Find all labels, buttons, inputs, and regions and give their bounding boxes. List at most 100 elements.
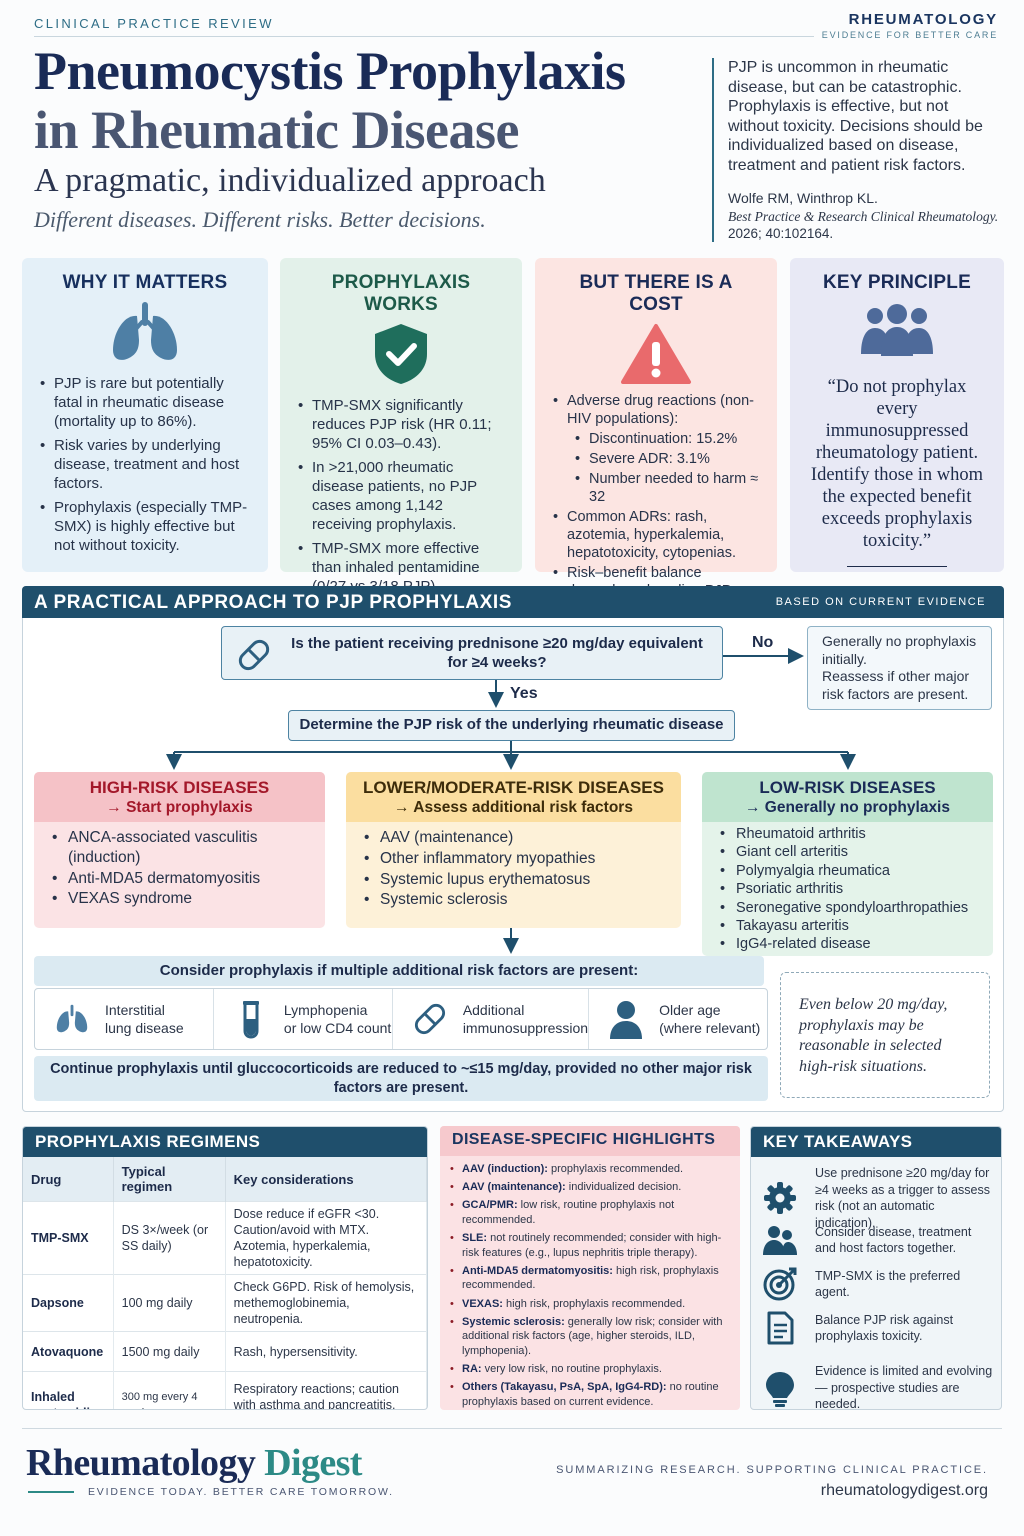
low-risk-action: → Generally no prophylaxis	[744, 799, 950, 816]
list-item: VEXAS syndrome	[50, 889, 309, 909]
list-item: PJP is rare but potentially fatal in rhe…	[40, 374, 250, 431]
list-item: Giant cell arteritis	[718, 844, 977, 862]
pill-icon	[234, 635, 274, 680]
list-item: Number needed to harm ≈ 32	[553, 470, 759, 506]
card-title: KEY PRINCIPLE	[823, 272, 971, 293]
person-icon	[607, 999, 645, 1039]
factor-line1: Older age	[659, 1002, 721, 1018]
table-row: Dapsone 100 mg daily Check G6PD. Risk of…	[23, 1274, 427, 1332]
highlight-value: high risk, prophylaxis recommended.	[462, 1264, 719, 1292]
takeaways-section: KEY TAKEAWAYS Use prednisone ≥20 mg/day …	[750, 1126, 1002, 1410]
steroid-question-box: Is the patient receiving prednisone ≥20 …	[221, 626, 723, 680]
highlight-value: no routine prophylaxis based on current …	[462, 1381, 719, 1408]
highlight-value: low risk, routine prophylaxis not recomm…	[462, 1199, 675, 1226]
people-icon	[763, 1223, 797, 1257]
shield-check-icon	[298, 322, 504, 388]
regimens-table: Drug Typical regimen Key considerations …	[23, 1157, 427, 1409]
card-key-principle: KEY PRINCIPLE “Do not prophylax every im…	[790, 258, 1004, 572]
logo-rule	[28, 1491, 74, 1493]
logo-part-1: Rheumatology	[26, 1442, 256, 1484]
footer-tagline: SUMMARIZING RESEARCH. SUPPORTING CLINICA…	[556, 1464, 988, 1476]
highlight-value: high risk, prophylaxis recommended.	[502, 1297, 686, 1310]
regimen-cell: 100 mg daily	[113, 1274, 226, 1332]
list-item: IgG4-related disease	[718, 936, 977, 954]
target-icon	[763, 1267, 797, 1301]
no-label: No	[752, 634, 774, 651]
highlight-item: Anti-MDA5 dermatomyositis: high risk, pr…	[450, 1264, 728, 1293]
factor-line1: Interstitial	[105, 1002, 165, 1018]
highlight-item: AAV (induction): prophylaxis recommended…	[450, 1162, 728, 1177]
drug-cell: Atovaquone	[23, 1331, 114, 1372]
list-item: Systemic sclerosis	[362, 890, 665, 910]
takeaway-item: Evidence is limited and evolving — prosp…	[763, 1363, 995, 1409]
document-icon	[763, 1311, 797, 1345]
quote-rule	[847, 566, 947, 567]
factor-line2: lung disease	[105, 1020, 184, 1036]
list-item: Psoriatic arthritis	[718, 881, 977, 899]
high-risk-action: → Start prophylaxis	[106, 799, 253, 816]
logo-tagline: EVIDENCE TODAY. BETTER CARE TOMORROW.	[88, 1486, 394, 1498]
moderate-risk-action: → Assess additional risk factors	[394, 799, 633, 816]
yes-label: Yes	[510, 685, 538, 702]
moderate-risk-box: LOWER/MODERATE-RISK DISEASES → Assess ad…	[346, 772, 681, 928]
notes-cell: Rash, hypersensitivity.	[225, 1331, 427, 1372]
low-risk-header: LOW-RISK DISEASES → Generally no prophyl…	[702, 772, 993, 822]
list-item: Anti-MDA5 dermatomyositis	[50, 869, 309, 889]
card-title: PROPHYLAXIS WORKS	[331, 272, 471, 315]
factor-line2: (where relevant)	[659, 1020, 761, 1036]
principle-quote: “Do not prophylax every immunosuppressed…	[810, 377, 984, 551]
factor-line1: Lymphopenia	[283, 1002, 368, 1018]
table-row: Atovaquone 1500 mg daily Rash, hypersens…	[23, 1331, 427, 1372]
lightbulb-icon	[763, 1371, 797, 1407]
list-item: AAV (maintenance)	[362, 828, 665, 848]
no-prophylaxis-box: Generally no prophylaxis initially. Reas…	[807, 626, 992, 710]
highlight-value: prophylaxis recommended.	[547, 1163, 684, 1175]
list-item: TMP-SMX significantly reduces PJP risk (…	[298, 396, 504, 453]
list-item: Systemic lupus erythematosus	[362, 870, 665, 890]
logo-part-2: Digest	[264, 1442, 362, 1484]
highlight-value: not routinely recommended; consider with…	[462, 1231, 722, 1259]
factor-line1: Additional	[462, 1002, 525, 1018]
takeaway-item: Balance PJP risk against prophylaxis tox…	[763, 1311, 995, 1345]
moderate-risk-header: LOWER/MODERATE-RISK DISEASES → Assess ad…	[346, 772, 681, 822]
drug-cell: Inhaled pentamidine	[23, 1371, 114, 1409]
highlight-key: VEXAS:	[462, 1297, 503, 1310]
highlight-item: GCA/PMR: low risk, routine prophylaxis n…	[450, 1198, 728, 1227]
table-row: Inhaled pentamidine 300 mg every 4 weeks…	[23, 1371, 427, 1409]
regimen-cell: 300 mg every 4 weeks	[113, 1371, 226, 1409]
lungs-icon	[40, 300, 250, 366]
low-risk-title: LOW-RISK DISEASES	[759, 778, 936, 797]
highlights-title: DISEASE-SPECIFIC HIGHLIGHTS	[440, 1126, 740, 1156]
highlight-value: very low risk, no routine prophylaxis.	[481, 1363, 662, 1376]
journal-name: Best Practice & Research Clinical Rheuma…	[728, 209, 999, 224]
factor-line2: immunosuppression	[462, 1020, 589, 1036]
list-item: Adverse drug reactions (non-HIV populati…	[553, 392, 759, 428]
drug-cell: Dapsone	[23, 1274, 114, 1332]
takeaway-text: Consider disease, treatment and host fac…	[815, 1224, 972, 1256]
highlight-item: SLE: not routinely recommended; consider…	[450, 1231, 728, 1260]
footer-url[interactable]: rheumatologydigest.org	[820, 1482, 988, 1499]
factor-immunosuppression: Additional immunosuppression	[393, 989, 590, 1049]
people-icon	[808, 302, 986, 364]
takeaway-item: TMP-SMX is the preferred agent.	[763, 1267, 995, 1301]
consider-heading: Consider prophylaxis if multiple additio…	[34, 956, 764, 986]
takeaway-item: Use prednisone ≥20 mg/day for ≥4 weeks a…	[763, 1165, 995, 1231]
high-risk-box: HIGH-RISK DISEASES → Start prophylaxis A…	[34, 772, 325, 928]
low-risk-box: LOW-RISK DISEASES → Generally no prophyl…	[702, 772, 993, 956]
card-title: BUT THERE IS A COST	[579, 272, 733, 315]
regimens-section: PROPHYLAXIS REGIMENS Drug Typical regime…	[22, 1126, 428, 1410]
approach-title: A PRACTICAL APPROACH TO PJP PROPHYLAXIS	[34, 592, 513, 613]
card-title: WHY IT MATTERS	[62, 272, 228, 293]
list-item: Discontinuation: 15.2%	[553, 430, 759, 448]
list-item: Polymyalgia rheumatica	[718, 863, 977, 881]
highlight-item: RA: very low risk, no routine prophylaxi…	[450, 1362, 728, 1377]
highlight-key: RA:	[462, 1363, 482, 1376]
continue-note: Continue prophylaxis until gluccocortico…	[34, 1056, 768, 1101]
regimen-cell: DS 3×/week (or SS daily)	[113, 1201, 226, 1275]
no-text-2: Reassess if other major risk factors are…	[822, 668, 970, 702]
list-item: In >21,000 rheumatic disease patients, n…	[298, 458, 504, 534]
gear-icon	[763, 1181, 797, 1215]
list-item: Prophylaxis (especially TMP-SMX) is high…	[40, 498, 250, 555]
takeaway-text: Use prednisone ≥20 mg/day for ≥4 weeks a…	[815, 1166, 990, 1230]
